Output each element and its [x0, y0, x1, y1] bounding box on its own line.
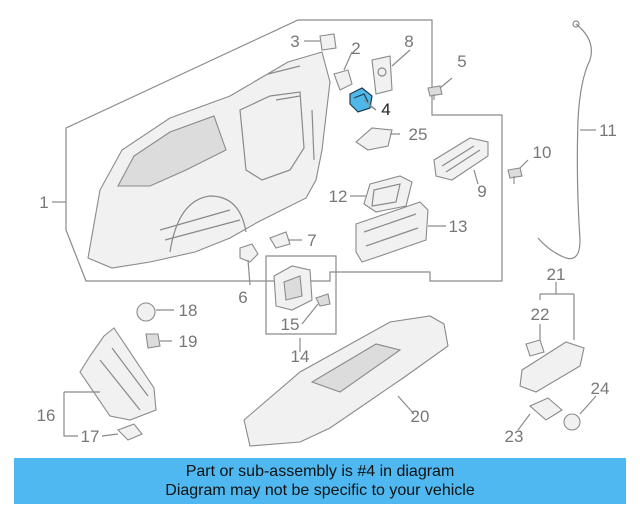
- part-15-screw: [315, 293, 331, 307]
- main-panel-outline: [65, 19, 503, 282]
- callout-9: 9: [477, 182, 486, 201]
- callout-25: 25: [409, 125, 428, 144]
- part-21-lamp: [519, 341, 585, 393]
- callout-13: 13: [449, 217, 468, 236]
- leader-lines: [52, 40, 597, 437]
- callout-23: 23: [505, 427, 524, 446]
- trim-detail-lines: [159, 65, 315, 241]
- box-14-outline: [265, 255, 337, 335]
- callout-24: 24: [591, 379, 610, 398]
- part-7-clip: [269, 231, 291, 249]
- part-2-clip: [333, 69, 353, 91]
- part-17-clip: [117, 423, 143, 441]
- part-3-clip: [319, 33, 337, 51]
- part-5-screw: [427, 85, 443, 100]
- part-19-fastener: [145, 333, 161, 349]
- part-25-cover: [355, 127, 393, 151]
- part-12-lens: [371, 183, 401, 207]
- callout-6: 6: [238, 288, 247, 307]
- part-6-nut: [239, 243, 259, 263]
- part-16-bracket: [79, 327, 157, 421]
- part-9-detail: [441, 145, 481, 173]
- trim-wheelhouse: [169, 195, 247, 253]
- part-8-hole: [377, 67, 387, 77]
- callout-11: 11: [599, 121, 617, 140]
- info-banner: Part or sub-assembly is #4 in diagram Di…: [14, 458, 626, 504]
- part-12-lamp: [363, 175, 413, 213]
- trim-window-opening: [117, 115, 227, 187]
- part-13-detail: [363, 213, 419, 247]
- callout-18: 18: [179, 301, 198, 320]
- callout-12: 12: [329, 187, 348, 206]
- part-20-recess: [310, 343, 402, 393]
- part-11-cable: [537, 23, 592, 260]
- part-13-bracket: [355, 201, 429, 263]
- part-21-bracket: [539, 293, 575, 340]
- quarter-trim-panel: [87, 51, 331, 269]
- callout-15: 15: [281, 315, 300, 334]
- callout-14: 14: [291, 347, 310, 366]
- part-10-screw: [507, 167, 523, 184]
- part-15-opening: [283, 275, 303, 301]
- banner-line-1: Part or sub-assembly is #4 in diagram: [185, 463, 455, 480]
- parts-diagram: 1 2 3 4 5 6 7 8 9 10 11 12 13 14 15 16 1…: [37, 19, 617, 447]
- callout-3: 3: [290, 32, 299, 51]
- part-22-bulb: [525, 339, 545, 357]
- part-4-detail: [353, 93, 369, 103]
- part-18-grommet: [136, 302, 156, 322]
- part-11-end: [572, 20, 580, 28]
- callout-8: 8: [404, 32, 413, 51]
- callout-2: 2: [351, 39, 360, 58]
- callout-7: 7: [307, 231, 316, 250]
- callout-17: 17: [81, 427, 100, 446]
- callout-16: 16: [37, 406, 56, 425]
- part-4-highlighted: [349, 87, 373, 113]
- part-23-socket: [528, 397, 563, 421]
- part-16-detail: [99, 347, 149, 411]
- banner-line-2: Diagram may not be specific to your vehi…: [165, 482, 475, 499]
- part-9-handle: [433, 137, 489, 181]
- trim-pocket: [239, 91, 305, 181]
- callout-1: 1: [39, 193, 48, 212]
- part-24-cap: [563, 413, 581, 431]
- callout-22: 22: [531, 305, 550, 324]
- callout-10: 10: [533, 143, 552, 162]
- callout-5: 5: [457, 52, 466, 71]
- part-8-bracket: [371, 55, 393, 95]
- callout-4: 4: [381, 100, 390, 119]
- callout-19: 19: [179, 332, 198, 351]
- callout-21: 21: [547, 265, 566, 284]
- callout-20: 20: [411, 407, 430, 426]
